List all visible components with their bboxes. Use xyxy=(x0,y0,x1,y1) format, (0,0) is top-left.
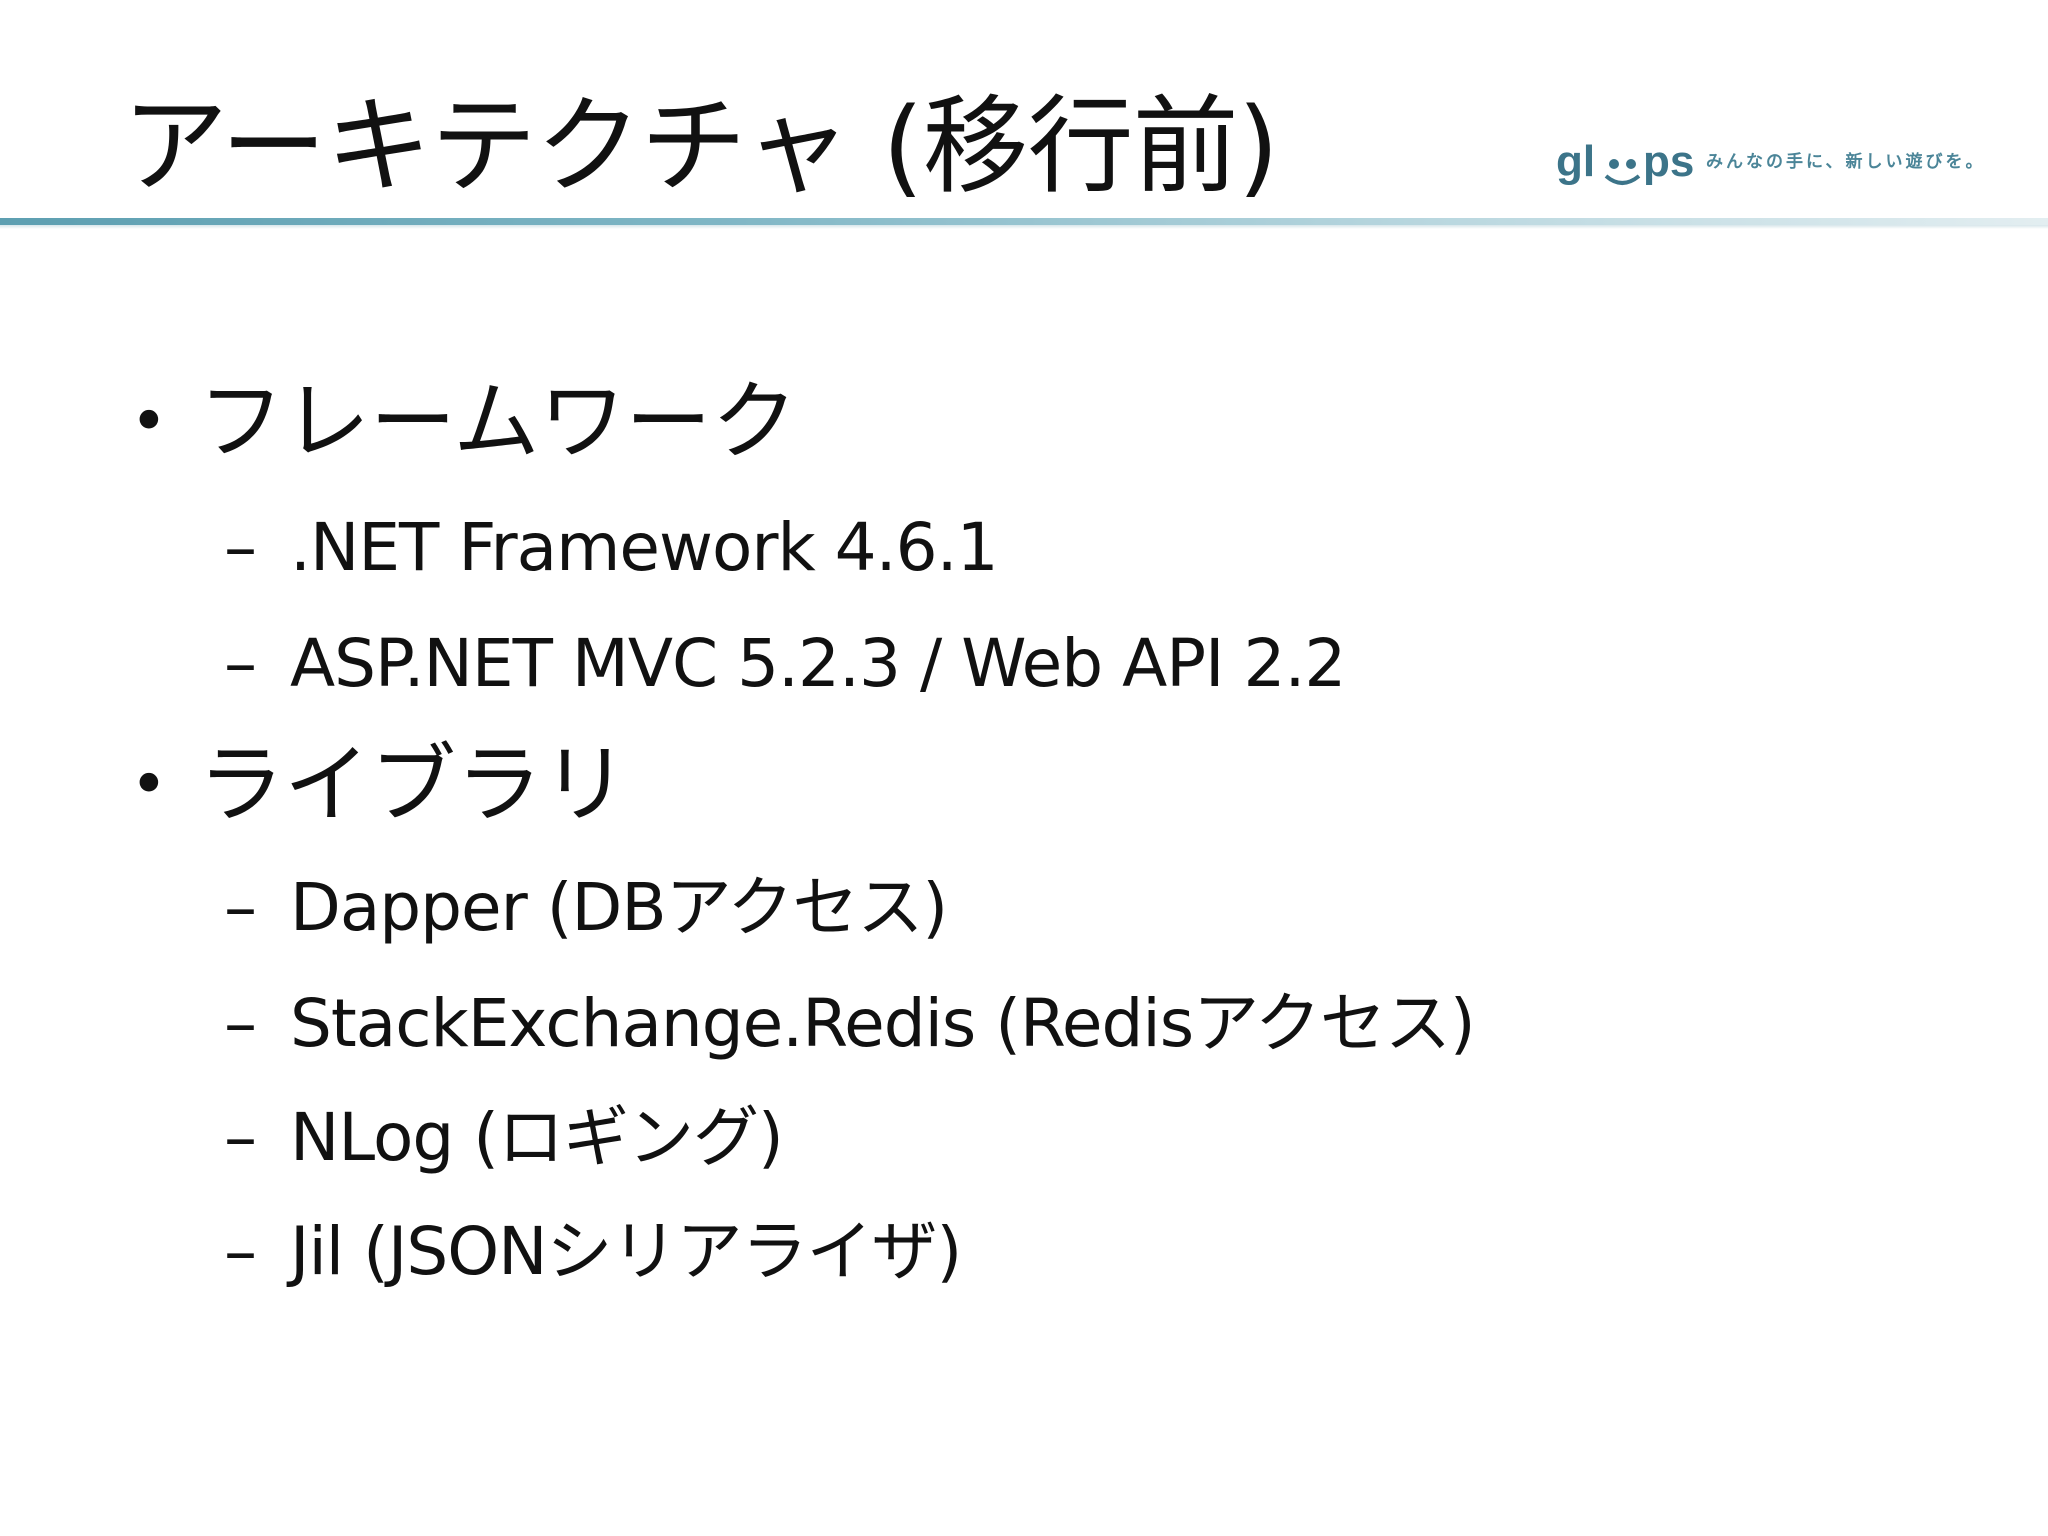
list-item-text: .NET Framework 4.6.1 xyxy=(290,509,999,586)
section-heading: ライブラリ xyxy=(198,735,628,835)
dash-bullet: – xyxy=(224,985,257,1062)
dash-bullet: – xyxy=(224,1099,257,1176)
bullet-icon: • xyxy=(130,748,168,822)
slide-title: アーキテクチャ (移行前) xyxy=(122,85,1279,208)
gloops-logo-mark-icon: gl ps xyxy=(1556,137,1694,186)
svg-text:ps: ps xyxy=(1643,137,1694,186)
dash-bullet: – xyxy=(224,1213,257,1290)
title-divider xyxy=(0,218,2048,225)
section-heading: フレームワーク xyxy=(198,372,798,472)
dash-bullet: – xyxy=(224,509,257,586)
gloops-logo: gl ps みんなの手に、新しい遊びを。 xyxy=(1556,136,2026,196)
list-item-text: Dapper (DBアクセス) xyxy=(290,869,948,946)
svg-text:gl: gl xyxy=(1556,137,1595,186)
logo-tagline: みんなの手に、新しい遊びを。 xyxy=(1706,152,1986,172)
dash-bullet: – xyxy=(224,869,257,946)
dash-bullet: – xyxy=(224,625,257,702)
list-item-text: StackExchange.Redis (Redisアクセス) xyxy=(290,985,1476,1062)
list-item-text: Jil (JSONシリアライザ) xyxy=(290,1213,962,1290)
title-divider-shadow xyxy=(0,225,2048,229)
list-item-text: ASP.NET MVC 5.2.3 / Web API 2.2 xyxy=(290,625,1346,702)
list-item-text: NLog (ロギング) xyxy=(290,1099,784,1176)
bullet-icon: • xyxy=(130,385,168,459)
